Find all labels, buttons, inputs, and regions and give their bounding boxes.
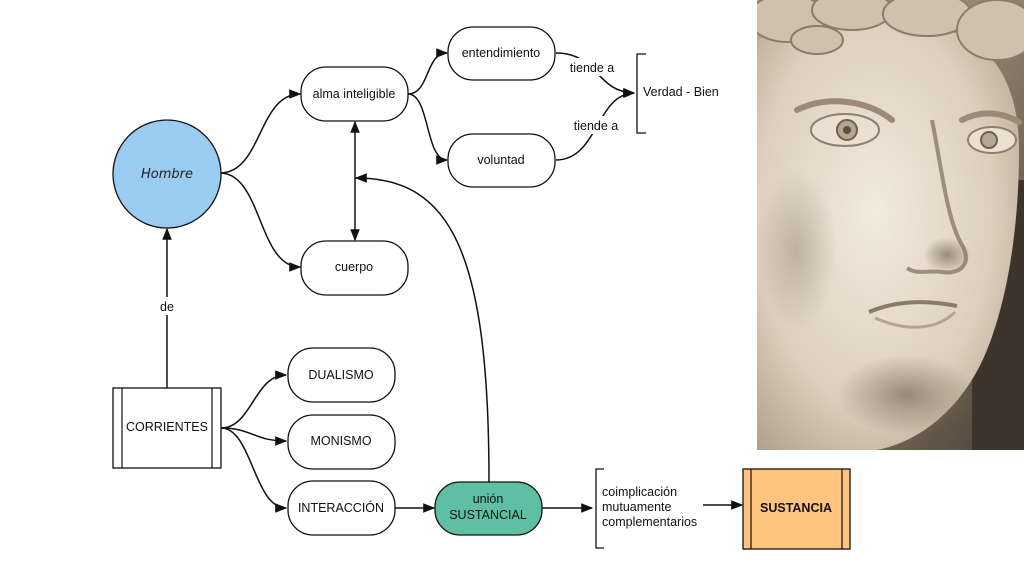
node-alma-inteligible: alma inteligible	[300, 66, 409, 122]
edge-label-de: de	[160, 300, 174, 314]
node-cuerpo: cuerpo	[300, 240, 409, 296]
edge-hombre-cuerpo	[219, 172, 302, 272]
node-monismo-label: MONISMO	[310, 434, 371, 448]
node-corrientes-label: CORRIENTES	[126, 420, 208, 434]
edge-label-tiende-a: tiende a	[574, 119, 619, 133]
statue-face-image	[757, 0, 1024, 450]
edge-label-tiende-a: tiende a	[570, 61, 615, 75]
node-coimplicacion-label-2: mutuamente	[602, 500, 672, 514]
node-monismo: MONISMO	[287, 414, 396, 470]
edge-corrientes-monismo	[220, 427, 288, 446]
node-union-label-1: unión	[473, 492, 504, 506]
edge-union-alma-cuerpo	[354, 173, 490, 483]
node-sustancia: SUSTANCIA	[742, 468, 851, 550]
node-interaccion-label: INTERACCIÓN	[298, 500, 384, 515]
edge-alma-entendimiento	[407, 48, 449, 95]
node-cuerpo-label: cuerpo	[335, 260, 373, 274]
node-hombre-label: Hombre	[141, 167, 193, 182]
node-entendimiento: entendimiento	[447, 26, 556, 81]
node-corrientes: CORRIENTES	[112, 387, 222, 469]
node-entendimiento-label: entendimiento	[462, 46, 541, 60]
node-verdad-bien-label: Verdad - Bien	[643, 85, 719, 99]
node-union-label-2: SUSTANCIAL	[449, 508, 527, 522]
edge-corrientes-dualismo	[220, 370, 288, 429]
node-voluntad-label: voluntad	[477, 153, 524, 167]
node-coimplicacion-label-3: complementarios	[602, 515, 697, 529]
edge-corrientes-interaccion	[220, 427, 288, 513]
node-interaccion: INTERACCIÓN	[287, 480, 396, 536]
node-voluntad: voluntad	[447, 133, 556, 188]
node-sustancia-label: SUSTANCIA	[760, 501, 832, 515]
node-dualismo-label: DUALISMO	[308, 368, 374, 382]
node-verdad-bien: Verdad - Bien	[636, 53, 719, 134]
node-hombre: Hombre	[112, 119, 222, 229]
node-alma-label: alma inteligible	[313, 87, 396, 101]
edge-alma-voluntad	[407, 93, 449, 165]
node-coimplicacion: coimplicación mutuamente complementarios	[595, 468, 697, 549]
node-dualismo: DUALISMO	[287, 347, 396, 403]
edge-hombre-alma	[219, 89, 302, 174]
node-coimplicacion-label-1: coimplicación	[602, 485, 677, 499]
node-union-sustancial: unión SUSTANCIAL	[434, 481, 543, 536]
